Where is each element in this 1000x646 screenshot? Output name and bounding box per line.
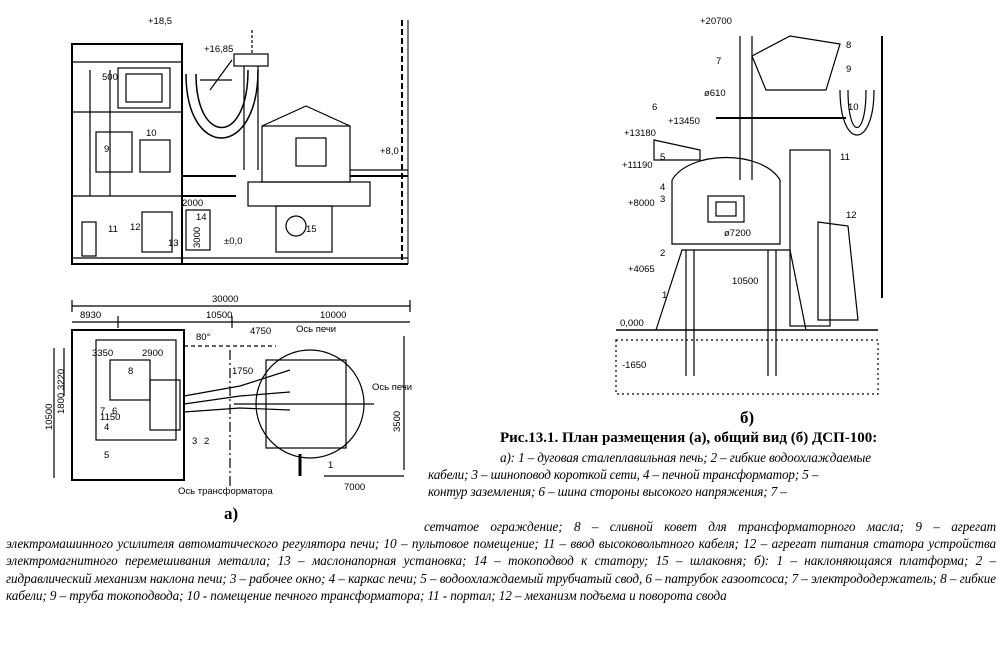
sec-mark-4065: +4065 (628, 264, 655, 275)
elev-num-15: 15 (306, 224, 317, 235)
sec-num-8: 8 (846, 40, 851, 51)
elev-dim-2000: 2000 (182, 198, 203, 209)
sec-num-12: 12 (846, 210, 857, 221)
sec-mark-13180: +13180 (624, 128, 656, 139)
sec-mark-20700: +20700 (700, 16, 732, 27)
sec-mark-0000: 0,000 (620, 318, 644, 329)
caption-line-1: а): 1 – дуговая сталеплавильная печь; 2 … (500, 450, 871, 465)
plan-dim-3350: 3350 (92, 348, 113, 359)
sec-dim-d7200: ø7200 (724, 228, 751, 239)
sec-num-11: 11 (840, 152, 850, 163)
plan-axis-furnace-2: Ось печи (372, 382, 412, 393)
plan-dim-2900: 2900 (142, 348, 163, 359)
plan-dim-30000: 30000 (212, 294, 238, 305)
plan-axis-furnace: Ось печи (296, 324, 336, 335)
sec-mark-minus-1650: -1650 (622, 360, 646, 371)
sec-mark-8000: +8000 (628, 198, 655, 209)
caption-line-2: кабели; 3 – шиноповод короткой сети, 4 –… (428, 467, 819, 482)
sec-dim-10500: 10500 (732, 276, 758, 287)
sec-num-10: 10 (848, 102, 859, 113)
plan-dim-10500: 10500 (206, 310, 232, 321)
elev-mark-0-0: ±0,0 (224, 236, 242, 247)
elev-mark-8-0: +8,0 (380, 146, 399, 157)
sec-num-3: 3 (660, 194, 665, 205)
sec-dim-d610: ø610 (704, 88, 726, 99)
panel-label-b: б) (740, 408, 755, 427)
plan-angle-80: 80° (196, 332, 211, 343)
plan-num-3: 3 (192, 436, 197, 447)
elev-mark-18-5: +18,5 (148, 16, 172, 27)
plan-num-7: 7 (100, 406, 105, 417)
plan-dim-4750: 4750 (250, 326, 271, 337)
caption-continuation: сетчатое ограждение; 8 – сливной ковет д… (6, 519, 996, 603)
plan-num-6: 6 (112, 406, 117, 417)
figure-title: Рис.13.1. План размещения (а), общий вид… (500, 430, 878, 446)
sec-num-1: 1 (662, 290, 667, 301)
sec-num-6: 6 (652, 102, 657, 113)
sec-mark-13450: +13450 (668, 116, 700, 127)
elev-num-13: 13 (168, 238, 179, 249)
plan-dim-7000: 7000 (344, 482, 365, 493)
elev-num-14: 14 (196, 212, 207, 223)
plan-dim-1150: 1150 (100, 412, 120, 423)
plan-dim-10000: 10000 (320, 310, 346, 321)
plan-num-4: 4 (104, 422, 109, 433)
elev-mark-16-85: +16,85 (204, 44, 233, 55)
sec-num-7: 7 (716, 56, 721, 67)
plan-num-5: 5 (104, 450, 109, 461)
panel-label-a: а) (224, 504, 239, 523)
sec-mark-11190: +11190 (622, 160, 653, 171)
elev-num-11: 11 (108, 224, 118, 235)
caption-line-3: контур заземления; 6 – шина стороны высо… (428, 484, 787, 499)
sec-num-4: 4 (660, 182, 665, 193)
plan-dim-1800: 1800 (56, 393, 67, 414)
plan-dim-1750: 1750 (232, 366, 253, 377)
plan-num-2: 2 (204, 436, 209, 447)
sec-num-9: 9 (846, 64, 851, 75)
plan-dim-3220: 3220 (56, 369, 67, 390)
elev-num-12: 12 (130, 222, 141, 233)
sec-num-2: 2 (660, 248, 665, 259)
plan-dim-10500-left: 10500 (44, 404, 55, 430)
plan-axis-transformer: Ось трансформатора (178, 486, 273, 497)
elev-num-9: 9 (104, 144, 109, 155)
elev-dim-500: 500 (102, 72, 118, 83)
plan-dim-8930: 8930 (80, 310, 101, 321)
elev-dim-3000: 3000 (192, 227, 203, 248)
plan-num-1: 1 (328, 460, 333, 471)
plan-num-8: 8 (128, 366, 133, 377)
plan-dim-3500: 3500 (392, 411, 403, 432)
sec-num-5: 5 (660, 152, 665, 163)
elev-num-10: 10 (146, 128, 157, 139)
